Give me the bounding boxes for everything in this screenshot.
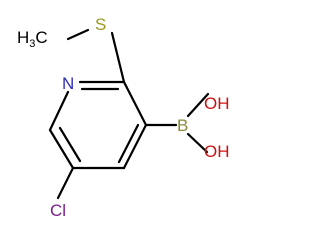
bond-c2-c3 xyxy=(122,80,148,127)
bond-ch3-s xyxy=(66,28,90,41)
bond-n-c6 xyxy=(48,90,70,132)
atom-labels: H3C S N B OH OH Cl xyxy=(17,15,230,220)
chemical-structure-diagram: H3C S N B OH OH Cl xyxy=(17,15,230,220)
bond-s-c2 xyxy=(110,31,126,84)
bond-b-oh-upper xyxy=(186,92,210,118)
bond-c5-cl xyxy=(56,166,75,200)
methyl-label: H3C xyxy=(17,28,48,50)
sulfur-label: S xyxy=(95,15,106,34)
boron-label: B xyxy=(177,116,188,135)
bond-c3-c4 xyxy=(122,123,148,170)
bonds xyxy=(48,28,210,200)
bond-c5-c6-double xyxy=(58,126,82,163)
bond-b-oh-lower xyxy=(186,132,209,154)
hydroxyl-lower-label: OH xyxy=(204,142,230,161)
chlorine-label: Cl xyxy=(50,201,66,220)
bond-c3-c4-double xyxy=(117,123,140,164)
nitrogen-label: N xyxy=(62,74,74,93)
hydroxyl-upper-label: OH xyxy=(204,94,230,113)
bond-c5-c6 xyxy=(48,128,75,170)
